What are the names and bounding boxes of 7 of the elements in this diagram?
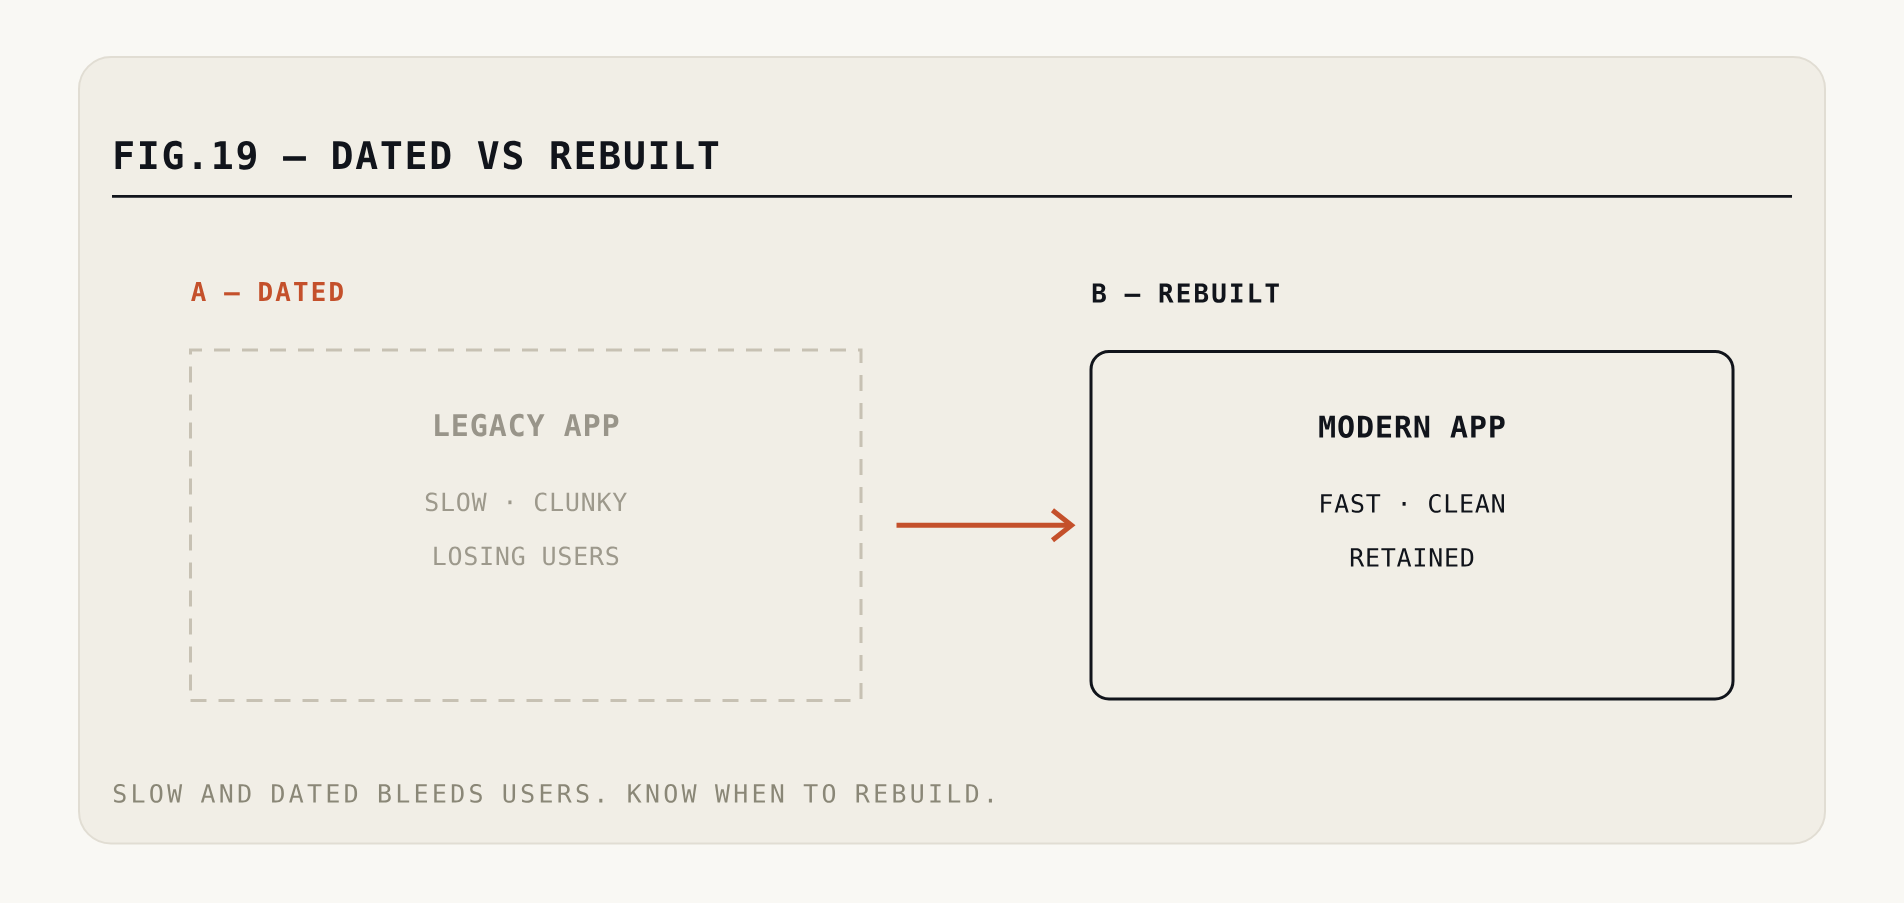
figure-title: FIG.19 — DATED VS REBUILT <box>115 140 719 170</box>
app-box: LEGACY APP SLOW · CLUNKY LOSING USERS <box>189 348 863 702</box>
column-heading: B — REBUILT <box>1092 283 1279 303</box>
column-heading: A — DATED <box>191 282 343 301</box>
arrow <box>896 508 1076 543</box>
caption-text: SLOW AND DATED BLEEDS USERS. KNOW WHEN TO REBUILD. <box>113 783 992 803</box>
app-box: MODERN APP FAST · CLEAN RETAINED <box>1089 350 1735 701</box>
